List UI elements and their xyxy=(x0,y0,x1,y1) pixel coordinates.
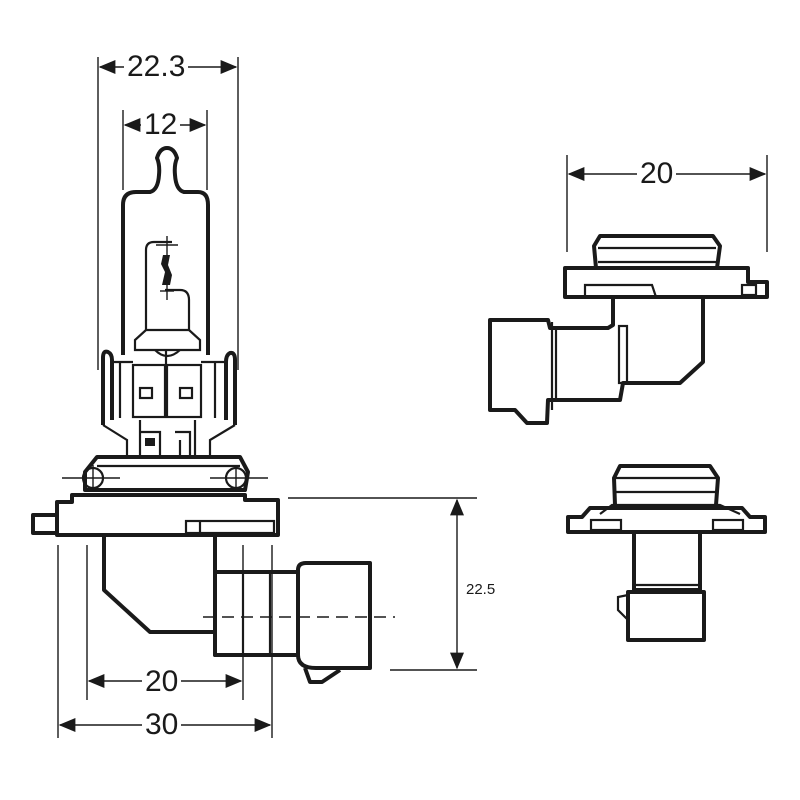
front-view xyxy=(566,464,767,642)
dimension-label-30: 30 xyxy=(142,710,182,740)
dimension-22-5 xyxy=(288,497,477,671)
dimension-22-3 xyxy=(97,57,239,370)
dimension-label-22-3: 22.3 xyxy=(124,52,189,82)
dimension-label-12: 12 xyxy=(141,110,181,140)
dimension-label-22-5: 22.5 xyxy=(466,581,496,598)
dimension-label-20-side: 20 xyxy=(637,159,677,189)
bulb-glass xyxy=(121,146,210,355)
flange-ring xyxy=(62,455,268,492)
main-flange xyxy=(31,493,280,537)
filament xyxy=(144,236,191,330)
connector-housing xyxy=(102,535,395,684)
side-view xyxy=(488,155,769,425)
dimension-label-20-base: 20 xyxy=(142,667,182,697)
bulb-base xyxy=(101,328,237,455)
